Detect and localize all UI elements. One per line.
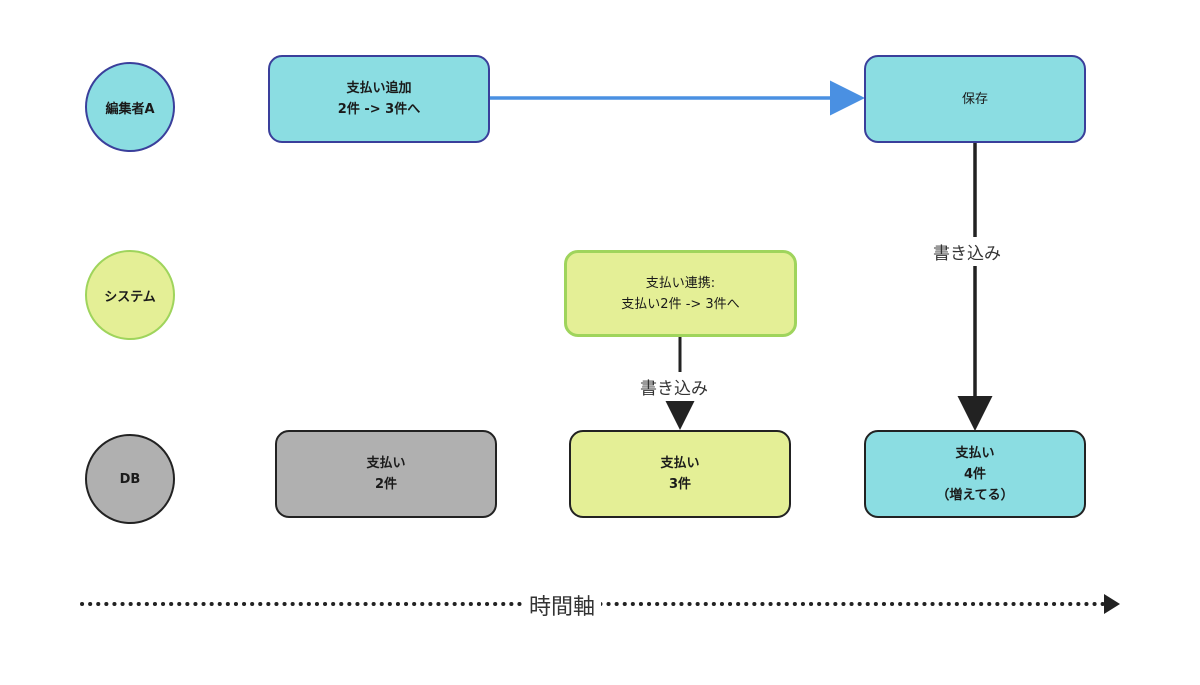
actor-editor: 編集者A <box>85 62 175 152</box>
time-axis-arrowhead <box>1104 594 1120 614</box>
actor-db: DB <box>85 434 175 524</box>
node-db-4: 支払い 4件 （増えてる） <box>864 430 1086 518</box>
time-axis-label: 時間軸 <box>523 589 602 621</box>
node-save: 保存 <box>864 55 1086 143</box>
node-add-payment: 支払い追加 2件 -> 3件へ <box>268 55 490 143</box>
actor-system: システム <box>85 250 175 340</box>
edge-label-write-system: 書き込み <box>636 372 712 401</box>
edge-label-write-save: 書き込み <box>929 237 1005 266</box>
node-sync: 支払い連携: 支払い2件 -> 3件へ <box>564 250 797 337</box>
node-db-2: 支払い 2件 <box>275 430 497 518</box>
node-db-3: 支払い 3件 <box>569 430 791 518</box>
